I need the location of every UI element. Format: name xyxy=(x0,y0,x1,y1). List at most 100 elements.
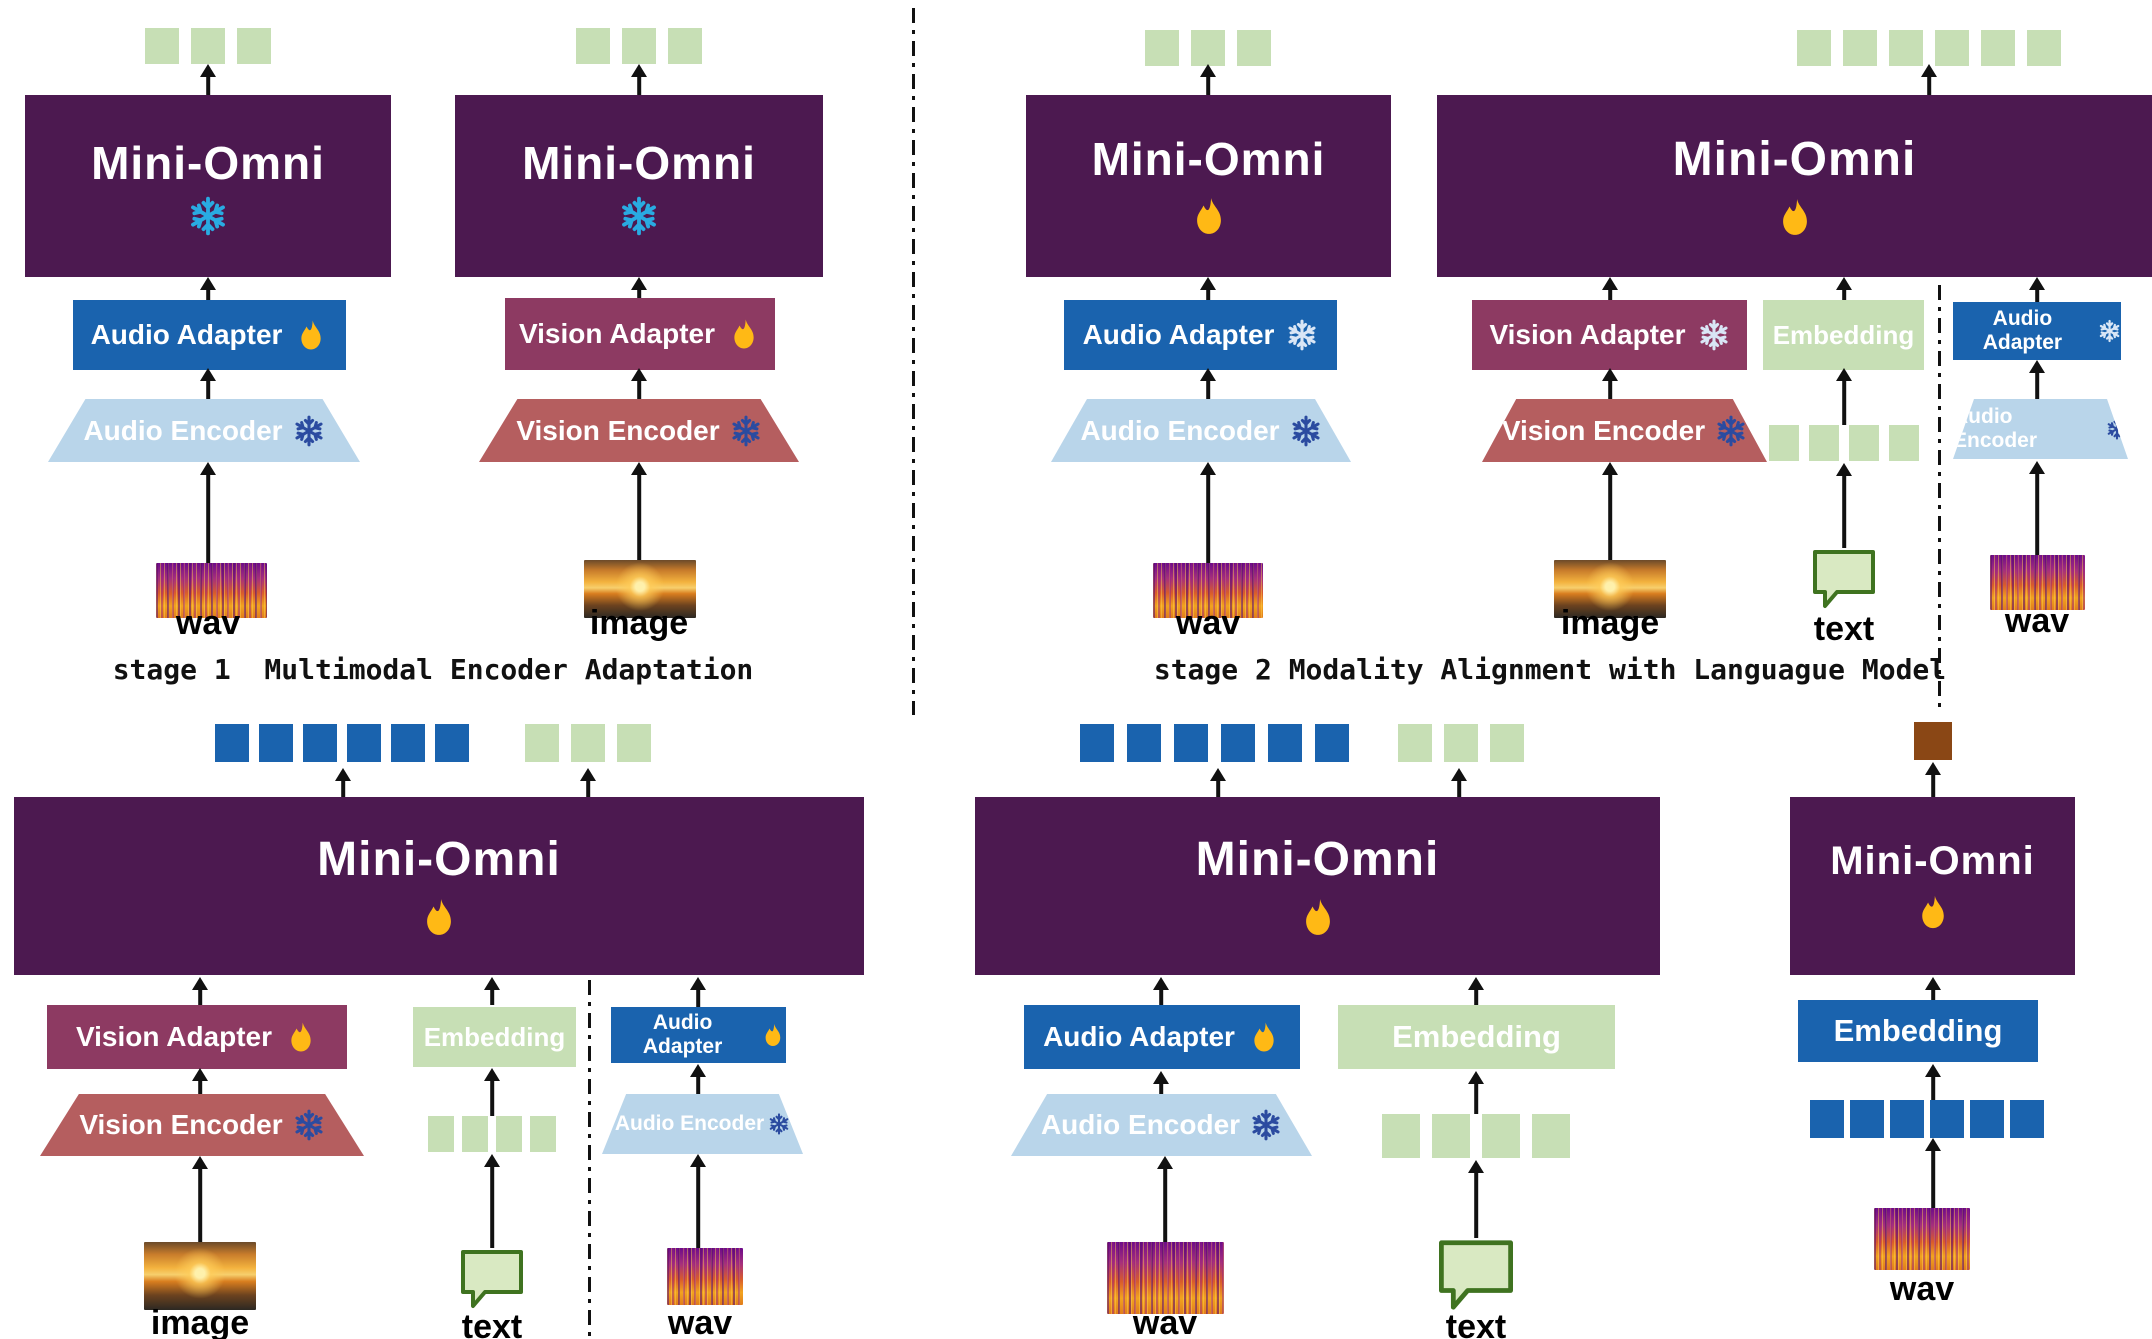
mini-omni-box: Mini-Omni xyxy=(25,95,391,277)
wav-spectrogram-image xyxy=(156,563,267,618)
wav-spectrogram-image xyxy=(1990,555,2085,610)
flow-arrow xyxy=(1468,977,1484,1005)
audio-encoder-trapezoid: Audio Encoder xyxy=(48,399,360,462)
flow-arrow xyxy=(192,1068,208,1094)
flow-arrow xyxy=(1836,368,1852,425)
stage-divider-line xyxy=(912,8,915,715)
flow-arrow xyxy=(631,462,647,560)
token-square xyxy=(428,1116,454,1152)
flow-arrow xyxy=(1602,368,1618,399)
flow-arrow xyxy=(2029,461,2045,555)
mini-omni-box: Mini-Omni xyxy=(14,797,864,975)
token-square xyxy=(1890,1100,1924,1138)
text-tokens xyxy=(1382,1114,1570,1158)
embedding-box: Embedding xyxy=(1798,1000,2038,1062)
model-name: Mini-Omni xyxy=(1672,132,1917,186)
frozen-snowflake-icon xyxy=(293,1109,325,1141)
input-label-wav: wav xyxy=(2004,602,2070,640)
wav-spectrogram-image xyxy=(1153,563,1263,618)
stage1-caption: stage 1 Multimodal Encoder Adaptation xyxy=(112,653,754,686)
flow-arrow xyxy=(1451,768,1467,797)
frozen-snowflake-icon xyxy=(2106,418,2128,440)
text-tokens xyxy=(428,1116,556,1152)
token-square xyxy=(1810,1100,1844,1138)
token-square xyxy=(1080,724,1114,762)
input-label-wav: wav xyxy=(1175,604,1241,642)
token-square xyxy=(391,724,425,762)
image-input-thumbnail xyxy=(1554,560,1666,618)
token-square xyxy=(1849,425,1879,461)
audio-adapter-box: Audio Adapter xyxy=(1953,302,2121,360)
vision-adapter-box: Vision Adapter xyxy=(505,298,775,370)
modality-divider-line xyxy=(588,980,591,1336)
encoder-label: Audio Encoder xyxy=(1953,405,2038,452)
frozen-snowflake-icon xyxy=(619,196,659,236)
input-label-image: image xyxy=(589,604,689,642)
input-label-text: text xyxy=(1445,1308,1507,1339)
flow-arrow xyxy=(1602,277,1618,300)
flow-arrow xyxy=(484,1154,500,1248)
token-square xyxy=(259,724,293,762)
frozen-snowflake-icon xyxy=(1250,1109,1282,1141)
frozen-snowflake-icon xyxy=(730,415,762,447)
adapter-label: Audio Adapter xyxy=(642,1011,723,1058)
token-square xyxy=(1935,30,1969,66)
flow-arrow xyxy=(484,977,500,1005)
token-square xyxy=(145,28,179,64)
token-square xyxy=(1191,30,1225,66)
vision-encoder-trapezoid: Vision Encoder xyxy=(479,399,799,462)
frozen-snowflake-icon xyxy=(1715,415,1747,447)
flow-arrow xyxy=(484,1068,500,1116)
trainable-flame-icon xyxy=(1914,890,1952,934)
trainable-flame-icon xyxy=(727,314,761,354)
encoder-label: Vision Encoder xyxy=(79,1109,283,1140)
wav-spectrogram-image xyxy=(667,1248,743,1305)
token-square xyxy=(1382,1114,1420,1158)
flow-arrow xyxy=(1200,277,1216,300)
adapter-label: Vision Adapter xyxy=(75,1021,273,1052)
image-input-thumbnail xyxy=(584,560,696,618)
flow-arrow xyxy=(1836,277,1852,300)
token-square xyxy=(462,1116,488,1152)
flow-arrow xyxy=(335,768,351,797)
trainable-flame-icon xyxy=(1774,193,1816,241)
token-square xyxy=(1221,724,1255,762)
output-tokens-text xyxy=(1797,30,2061,66)
trainable-flame-icon xyxy=(294,315,328,355)
embedding-label: Embedding xyxy=(1392,1019,1561,1054)
model-name: Mini-Omni xyxy=(522,137,756,189)
token-square xyxy=(347,724,381,762)
speech-bubble-icon xyxy=(459,1248,525,1310)
input-label-image: image xyxy=(1560,604,1660,642)
output-token-audio xyxy=(1914,722,1952,760)
token-square xyxy=(1914,722,1952,760)
encoder-label: Audio Encoder xyxy=(83,414,283,446)
model-name: Mini-Omni xyxy=(1195,832,1440,886)
vision-adapter-box: Vision Adapter xyxy=(1472,300,1747,370)
token-square xyxy=(1797,30,1831,66)
vision-encoder-trapezoid: Vision Encoder xyxy=(40,1094,364,1156)
token-square xyxy=(1889,425,1919,461)
flow-arrow xyxy=(1602,462,1618,560)
token-square xyxy=(617,724,651,762)
flow-arrow xyxy=(1200,462,1216,563)
trainable-flame-icon xyxy=(1188,192,1230,240)
flow-arrow xyxy=(200,368,216,399)
flow-arrow xyxy=(1200,64,1216,95)
token-square xyxy=(1268,724,1302,762)
flow-arrow xyxy=(1468,1071,1484,1114)
token-square xyxy=(1532,1114,1570,1158)
encoder-label: Vision Encoder xyxy=(516,414,720,446)
flow-arrow xyxy=(1925,1064,1941,1100)
token-square xyxy=(1315,724,1349,762)
input-label-text: text xyxy=(1813,610,1875,648)
model-name: Mini-Omni xyxy=(1091,133,1326,185)
mini-omni-box: Mini-Omni xyxy=(1437,95,2152,277)
token-square xyxy=(1850,1100,1884,1138)
token-square xyxy=(525,724,559,762)
input-label-wav: wav xyxy=(1889,1270,1955,1308)
model-name: Mini-Omni xyxy=(1830,838,2035,883)
token-square xyxy=(1970,1100,2004,1138)
output-tokens-text xyxy=(576,28,702,64)
trainable-flame-icon xyxy=(1247,1017,1281,1057)
